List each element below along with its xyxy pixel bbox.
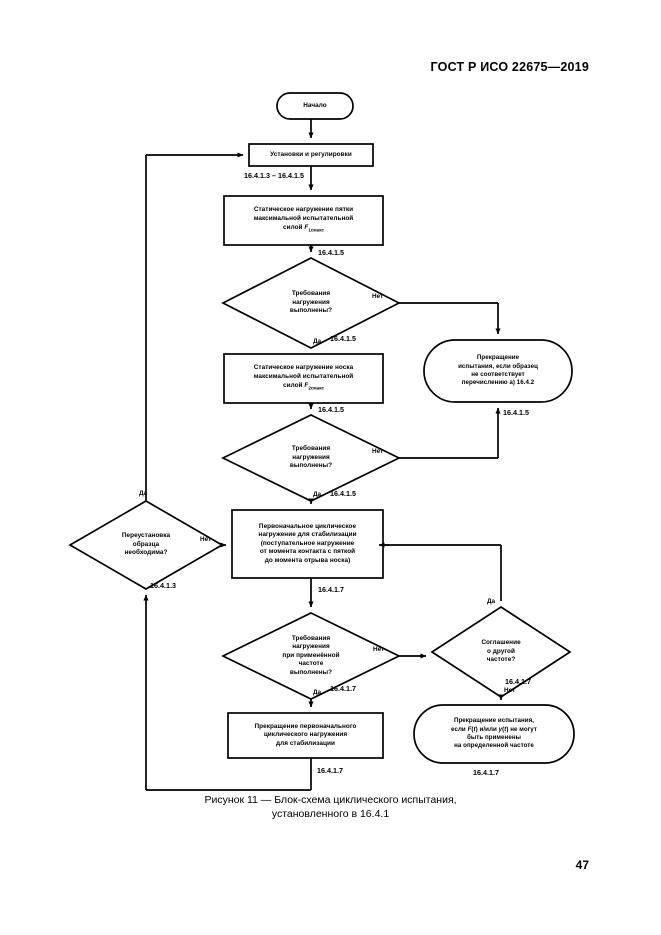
clause-label-static-heel-d1: 16.4.1.5 — [318, 248, 344, 257]
flowchart-canvas — [68, 92, 575, 791]
clause-label-d1-yes: 16.4.1.5 — [330, 334, 356, 343]
edge-label-decision2-yes: Да — [313, 491, 322, 498]
edge-label-decision1-no: Нет — [372, 293, 384, 300]
edge-label-reposition-no: Нет — [200, 536, 212, 543]
node-reposition-shape — [68, 500, 224, 590]
clause-label-agreement-bottom: 16.4.1.7 — [505, 677, 531, 686]
clause-label-terminate-a-in: 16.4.1.5 — [503, 408, 529, 417]
figure-caption-line1: Рисунок 11 — Блок-схема циклического исп… — [204, 794, 457, 806]
edge-label-decision2-no: Нет — [372, 448, 384, 455]
clause-label-terminate-freq-bottom: 16.4.1.7 — [473, 768, 499, 777]
node-terminate-freq-shape — [413, 704, 575, 764]
figure-caption-line2: установленного в 16.4.1 — [271, 808, 390, 820]
document-header: ГОСТ Р ИСО 22675—2019 — [430, 60, 589, 74]
figure-caption: Рисунок 11 — Блок-схема циклического исп… — [0, 793, 661, 821]
clause-label-cyclic-freq: 16.4.1.7 — [318, 585, 344, 594]
clause-label-reposition-bottom: 16.4.1.3 — [150, 581, 176, 590]
edge-label-freq-no: Нет — [373, 646, 385, 653]
edge-label-reposition-yes: Да — [139, 490, 148, 497]
edge-label-freq-yes: Да — [313, 689, 322, 696]
edge-label-agreement-yes: Да — [487, 598, 496, 605]
node-cyclic-stop-shape — [227, 712, 384, 759]
page-number: 47 — [575, 858, 589, 872]
node-decision-freq-shape — [221, 612, 401, 700]
node-static-toe-shape — [223, 353, 384, 404]
clause-label-cyclic-stop-bottom: 16.4.1.7 — [317, 766, 343, 775]
node-decision2-shape — [221, 414, 401, 502]
node-cyclic-init-shape — [231, 509, 384, 579]
clause-label-freq-yes: 16.4.1.7 — [330, 684, 356, 693]
node-static-heel-shape — [223, 195, 384, 246]
node-start-shape — [276, 92, 354, 120]
clause-label-setup-static: 16.4.1.3 – 16.4.1.5 — [244, 171, 304, 180]
node-terminate-a-shape — [423, 339, 573, 403]
clause-label-static-toe-d2: 16.4.1.5 — [318, 405, 344, 414]
node-setup-shape — [248, 143, 374, 167]
node-decision-agreement-shape — [430, 605, 572, 699]
clause-label-d2-yes: 16.4.1.5 — [330, 489, 356, 498]
edge-label-decision1-yes: Да — [313, 338, 322, 345]
node-decision1-shape — [221, 257, 401, 349]
edge-label-agreement-no: Нет — [504, 687, 516, 694]
